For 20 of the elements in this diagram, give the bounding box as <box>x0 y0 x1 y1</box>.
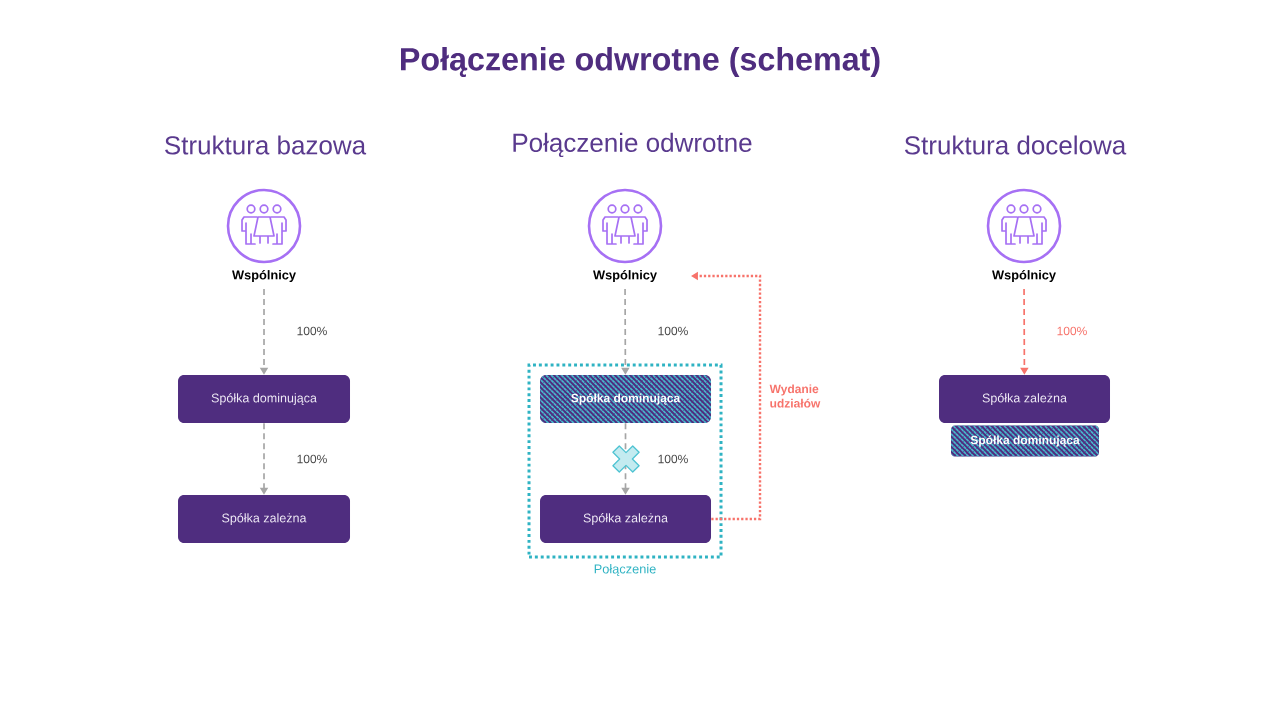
edge-label: 100% <box>297 326 327 336</box>
entity-box: Spółka dominująca <box>178 375 350 423</box>
icon-label: Wspólnicy <box>992 269 1056 282</box>
edge-label: Wydanie udziałów <box>769 384 821 408</box>
frame-label: Połączenie <box>594 564 656 577</box>
edge-label: 100% <box>658 326 688 336</box>
entity-box: Spółka zależna <box>939 375 1110 423</box>
column-heading: Struktura bazowa <box>165 135 367 155</box>
column-heading: Struktura docelowa <box>904 135 1127 155</box>
box-label: Spółka dominująca <box>970 435 1080 447</box>
edge-label: 100% <box>297 454 327 464</box>
icon-label: Wspólnicy <box>593 269 657 282</box>
box-label: Spółka dominująca <box>571 393 681 405</box>
icon-label: Wspólnicy <box>232 269 296 282</box>
edge-label: 100% <box>1057 326 1087 336</box>
entity-box: Spółka zależna <box>178 495 350 543</box>
edge-label: 100% <box>658 454 688 464</box>
column-heading: Połączenie odwrotne <box>513 132 752 158</box>
entity-box: Spółka zależna <box>540 495 711 543</box>
title: Połączenie odwrotne (schemat) <box>401 46 880 78</box>
